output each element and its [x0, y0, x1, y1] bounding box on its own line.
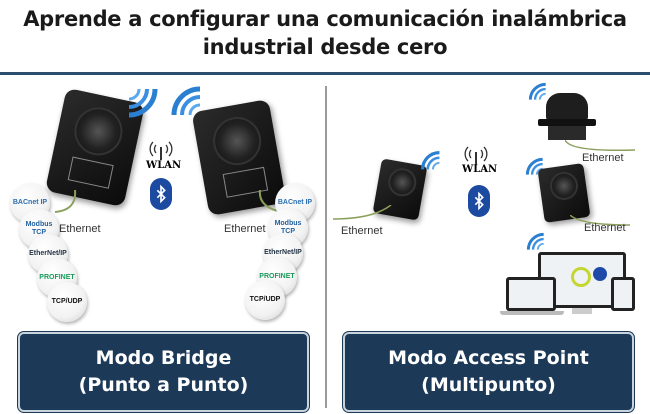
wlan-label: WLAN	[462, 164, 498, 175]
mode-subtitle: (Multipunto)	[421, 374, 556, 396]
ethernet-cable	[333, 205, 392, 220]
access-point-mode-button[interactable]: Modo Access Point (Multipunto)	[343, 332, 634, 412]
antenna-device	[538, 93, 596, 145]
page-title-line1: Aprende a configurar una comunicación in…	[23, 7, 627, 31]
ethernet-label: Ethernet	[582, 152, 624, 164]
tablet	[611, 277, 635, 311]
wifi-signal-icon	[125, 85, 159, 119]
bluetooth-icon	[150, 178, 172, 210]
ethernet-cable	[55, 190, 77, 213]
bridge-mode-button[interactable]: Modo Bridge (Punto a Punto)	[18, 332, 309, 412]
mode-subtitle: (Punto a Punto)	[78, 374, 249, 396]
header-divider	[0, 72, 650, 75]
bluetooth-icon	[468, 185, 490, 217]
wlan-antenna-icon	[464, 146, 488, 165]
mode-title: Modo Bridge	[95, 347, 232, 369]
wlan-label: WLAN	[146, 160, 182, 171]
wireless-gateway-device	[537, 163, 591, 223]
ethernet-label: Ethernet	[224, 223, 266, 235]
protocol-tcp-udp: TCP/UDP	[47, 282, 87, 322]
ethernet-label: Ethernet	[584, 222, 626, 234]
panel-divider	[325, 86, 327, 408]
wifi-signal-icon	[526, 232, 546, 252]
ethernet-cable	[570, 215, 630, 226]
mode-title: Modo Access Point	[388, 347, 589, 369]
ethernet-cable	[565, 140, 635, 152]
protocol-tcp-udp: TCP/UDP	[245, 280, 285, 320]
ethernet-label: Ethernet	[59, 223, 101, 235]
ethernet-label: Ethernet	[341, 225, 383, 237]
laptop	[506, 277, 556, 311]
wifi-signal-icon	[420, 150, 442, 172]
page-title-line2: industrial desde cero	[202, 35, 448, 59]
wlan-antenna-icon	[149, 141, 173, 160]
